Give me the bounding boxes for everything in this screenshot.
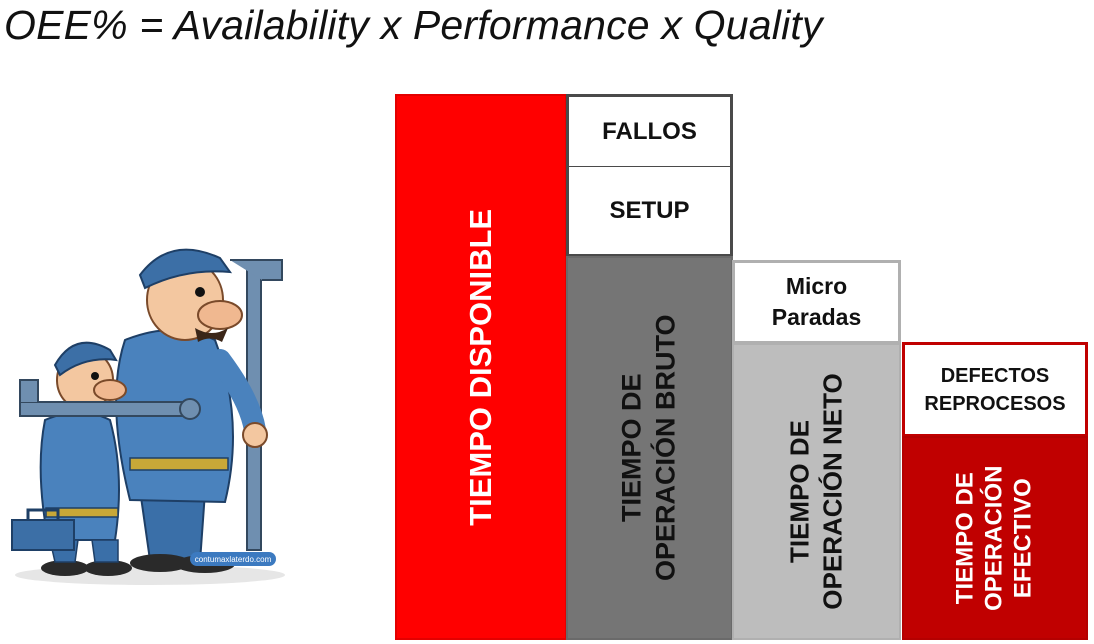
tiempo-operacion-efectivo-line3: EFECTIVO	[1009, 477, 1037, 598]
tiempo-operacion-efectivo-label: TIEMPO DE OPERACIÓN EFECTIVO	[952, 465, 1038, 610]
defectos-line: DEFECTOS	[940, 364, 1050, 387]
tiempo-disponible-block: TIEMPO DISPONIBLE	[395, 94, 567, 640]
tiempo-operacion-efectivo-line2: OPERACIÓN	[980, 465, 1008, 611]
micro-paradas-line2: Paradas	[771, 304, 862, 330]
micro-paradas-line1: Micro	[785, 272, 848, 299]
fallos-block: FALLOS	[566, 94, 733, 168]
tiempo-operacion-neto-block: TIEMPO DE OPERACIÓN NETO	[732, 343, 901, 640]
micro-paradas-block: Micro Paradas	[732, 260, 901, 344]
tiempo-operacion-efectivo-block: TIEMPO DE OPERACIÓN EFECTIVO	[902, 436, 1088, 640]
setup-block: SETUP	[566, 167, 733, 257]
reprocesos-line: REPROCESOS	[924, 392, 1066, 415]
setup-label: SETUP	[609, 196, 690, 224]
page-title: OEE% = Availability x Performance x Qual…	[4, 2, 823, 48]
tiempo-operacion-neto-label: TIEMPO DE OPERACIÓN NETO	[784, 373, 849, 609]
fallos-label: FALLOS	[602, 117, 697, 145]
tiempo-disponible-label: TIEMPO DISPONIBLE	[462, 208, 498, 526]
two-plumbers-cartoon-icon: contumaxlaterdo.com	[11, 248, 285, 585]
tiempo-operacion-bruto-line2: OPERACIÓN BRUTO	[650, 314, 681, 582]
illustration-watermark: contumaxlaterdo.com	[195, 555, 272, 564]
tiempo-operacion-bruto-label: TIEMPO DE OPERACIÓN BRUTO	[616, 315, 684, 582]
tiempo-operacion-bruto-block: TIEMPO DE OPERACIÓN BRUTO	[566, 256, 733, 640]
tiempo-operacion-neto-line1: TIEMPO DE	[785, 420, 815, 564]
defectos-reprocesos-block: DEFECTOS REPROCESOS	[902, 342, 1088, 437]
tiempo-operacion-neto-line2: OPERACIÓN NETO	[817, 373, 848, 610]
tiempo-operacion-bruto-line1: TIEMPO DE	[616, 373, 647, 523]
tiempo-operacion-efectivo-line1: TIEMPO DE	[951, 471, 979, 604]
